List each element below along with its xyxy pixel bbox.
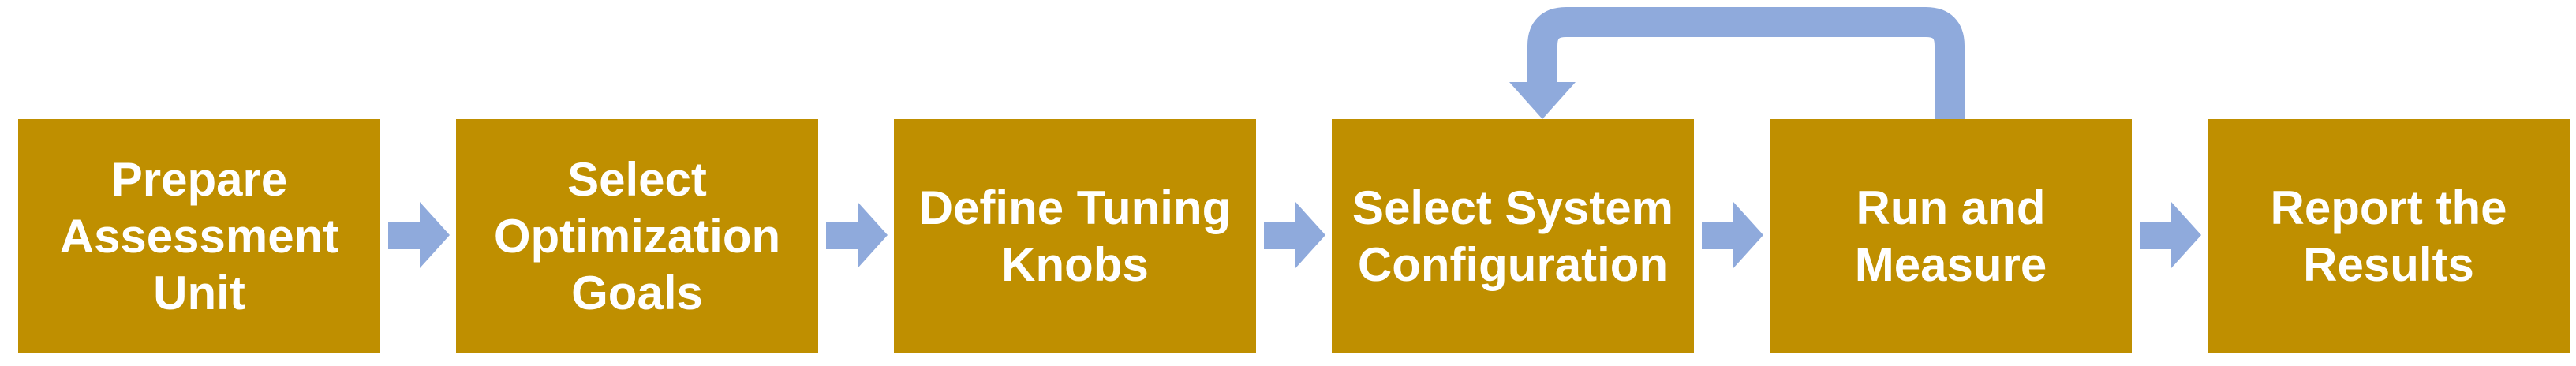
- step-prepare-assessment-unit: Prepare Assessment Unit: [18, 119, 380, 353]
- step-select-system-configuration: Select System Configuration: [1332, 119, 1694, 353]
- step-label: Select System Configuration: [1352, 181, 1673, 291]
- step-run-and-measure: Run and Measure: [1770, 119, 2132, 353]
- arrow-4-to-5: [1702, 202, 1763, 268]
- step-select-optimization-goals: Select Optimization Goals: [456, 119, 818, 353]
- step-label: Run and Measure: [1854, 181, 2047, 291]
- step-label: Define Tuning Knobs: [918, 181, 1232, 291]
- feedback-loop-arrowhead: [1509, 82, 1576, 119]
- arrow-5-to-6: [2140, 202, 2201, 268]
- feedback-loop-arrow: [1527, 7, 1965, 119]
- step-report-the-results: Report the Results: [2208, 119, 2570, 353]
- arrow-1-to-2: [388, 202, 450, 268]
- arrow-3-to-4: [1264, 202, 1325, 268]
- step-label: Report the Results: [2270, 181, 2507, 291]
- arrow-2-to-3: [826, 202, 888, 268]
- step-label: Select Optimization Goals: [493, 152, 781, 319]
- step-label: Prepare Assessment Unit: [59, 152, 339, 319]
- step-define-tuning-knobs: Define Tuning Knobs: [894, 119, 1256, 353]
